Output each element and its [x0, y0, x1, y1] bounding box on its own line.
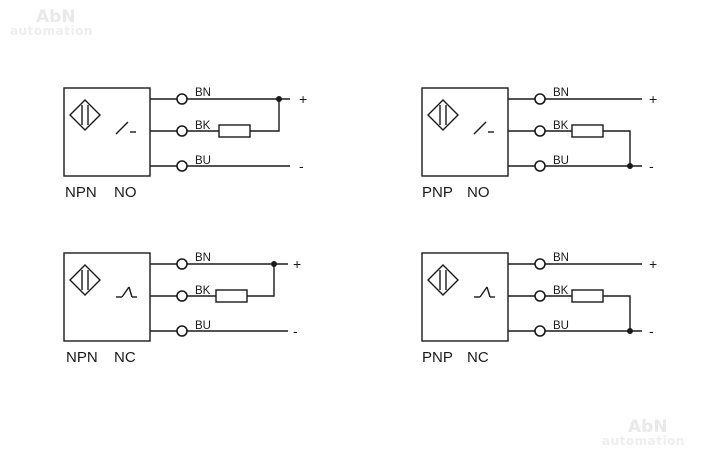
contact-type-label: NO [114, 184, 137, 201]
sensor-body [421, 87, 509, 177]
contact-type-label: NC [114, 349, 136, 366]
switch-nc-icon [116, 286, 137, 298]
sensor-body [421, 252, 509, 342]
watermark-bottom-right: AbN automation [602, 417, 685, 448]
terminal-bn [176, 258, 188, 270]
terminal-bk [176, 125, 188, 137]
proximity-sensor-icon [69, 264, 101, 296]
switch-no-icon [115, 121, 136, 135]
polarity-negative: - [649, 323, 654, 339]
watermark-tagline: automation [602, 434, 685, 448]
diagram-pnp-nc: BN BK BU + - PNP NC [421, 252, 657, 366]
diagram-npn-no: BN BK BU + - NPN NO [63, 87, 307, 201]
wire-label-bk: BK [195, 285, 211, 297]
terminal-bk [534, 125, 546, 137]
wire-label-bu: BU [195, 320, 211, 332]
diagram-npn-nc: BN BK BU + - NPN NC [63, 252, 301, 366]
terminal-bu [176, 160, 188, 172]
contact-type-label: NC [467, 349, 489, 366]
wire-label-bk: BK [195, 120, 211, 132]
watermark-top-left: AbN automation [10, 7, 93, 38]
load-return-wire [250, 99, 280, 132]
terminal-bu [534, 325, 546, 337]
load-resistor [571, 124, 604, 138]
polarity-negative: - [299, 158, 304, 174]
load-resistor [571, 289, 604, 303]
watermark-brand: AbN [36, 7, 76, 27]
watermark-tagline: automation [10, 24, 93, 38]
polarity-negative: - [649, 158, 654, 174]
terminal-bk [534, 290, 546, 302]
terminal-bu [534, 160, 546, 172]
terminal-bn [176, 93, 188, 105]
terminal-bk [176, 290, 188, 302]
contact-type-label: NO [467, 184, 490, 201]
switch-no-icon [473, 121, 494, 135]
polarity-positive: + [649, 256, 657, 272]
load-return-wire [247, 264, 275, 297]
proximity-sensor-icon [69, 99, 101, 131]
load-resistor [218, 124, 251, 138]
load-resistor [215, 289, 248, 303]
wire-label-bn: BN [553, 87, 569, 99]
sensor-body [63, 87, 151, 177]
proximity-sensor-icon [427, 99, 459, 131]
wire-label-bu: BU [553, 155, 569, 167]
terminal-bu [176, 325, 188, 337]
polarity-positive: + [293, 256, 301, 272]
switch-nc-icon [474, 286, 495, 298]
wire-label-bn: BN [195, 252, 211, 264]
wire-label-bu: BU [553, 320, 569, 332]
terminal-bn [534, 258, 546, 270]
junction-dot [271, 261, 277, 267]
output-type-label: PNP [422, 349, 453, 366]
diagram-pnp-no: BN BK BU + - PNP NO [421, 87, 657, 201]
wire-label-bn: BN [195, 87, 211, 99]
wire-label-bn: BN [553, 252, 569, 264]
output-type-label: NPN [66, 349, 98, 366]
junction-dot [276, 96, 282, 102]
polarity-positive: + [649, 91, 657, 107]
watermark-brand: AbN [628, 417, 668, 437]
load-return-wire [603, 130, 631, 166]
proximity-sensor-icon [427, 264, 459, 296]
wire-label-bk: BK [553, 285, 569, 297]
polarity-negative: - [293, 323, 298, 339]
load-return-wire [603, 295, 631, 331]
terminal-bn [534, 93, 546, 105]
output-type-label: PNP [422, 184, 453, 201]
wire-label-bu: BU [195, 155, 211, 167]
wire-label-bk: BK [553, 120, 569, 132]
polarity-positive: + [299, 91, 307, 107]
sensor-body [63, 252, 151, 342]
output-type-label: NPN [65, 184, 97, 201]
